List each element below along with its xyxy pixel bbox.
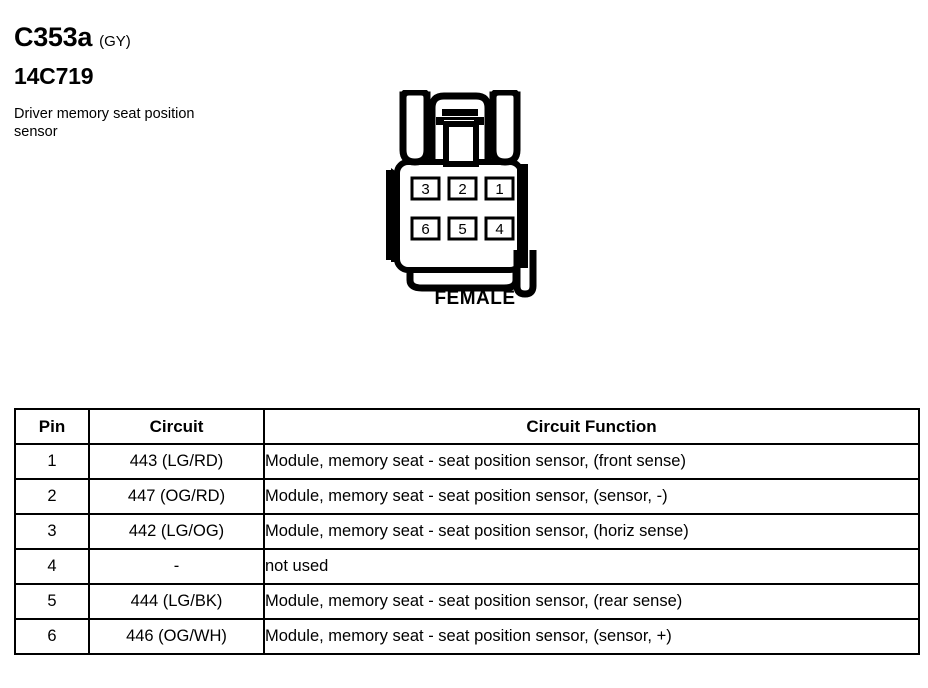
connector-pin-row-bottom: 6 5 4	[410, 216, 515, 241]
connector-gender-label: FEMALE	[434, 288, 516, 309]
connector-pin-box-3	[410, 176, 441, 201]
cell-pin: 6	[14, 618, 90, 655]
connector-pin-row-top: 3 2 1	[410, 176, 515, 201]
pin-table-header: Pin Circuit Circuit Function	[14, 408, 920, 445]
connector-bottom-skirt	[406, 268, 520, 292]
cell-circuit-function: Module, memory seat - seat position sens…	[263, 513, 920, 550]
cell-pin: 2	[14, 478, 90, 515]
connector-pin-number-3: 3	[421, 181, 429, 198]
table-row: 3 442 (LG/OG) Module, memory seat - seat…	[14, 513, 920, 550]
table-row: 5 444 (LG/BK) Module, memory seat - seat…	[14, 583, 920, 620]
cell-circuit-function: Module, memory seat - seat position sens…	[263, 443, 920, 480]
connector-right-tab-cap	[489, 90, 521, 99]
table-row: 2 447 (OG/RD) Module, memory seat - seat…	[14, 478, 920, 515]
cell-pin: 3	[14, 513, 90, 550]
cell-pin: 5	[14, 583, 90, 620]
connector-pin-box-2	[447, 176, 478, 201]
connector-pin-box-6	[410, 216, 441, 241]
connector-right-rail-foot	[513, 250, 537, 298]
table-row: 6 446 (OG/WH) Module, memory seat - seat…	[14, 618, 920, 655]
table-row: 1 443 (LG/RD) Module, memory seat - seat…	[14, 443, 920, 480]
cell-pin: 4	[14, 548, 90, 585]
connector-id-row: C353a (GY)	[14, 22, 354, 52]
cell-circuit: 442 (LG/OG)	[88, 513, 265, 550]
connector-pin-number-1: 1	[495, 181, 503, 198]
connector-left-rail-notch	[386, 170, 393, 260]
pin-table-body: 1 443 (LG/RD) Module, memory seat - seat…	[14, 443, 920, 655]
cell-pin: 1	[14, 443, 90, 480]
cell-circuit-function: Module, memory seat - seat position sens…	[263, 618, 920, 655]
connector-diagram: 3 2 1 6 5 4	[380, 90, 570, 320]
cell-circuit-function: not used	[263, 548, 920, 585]
table-row: 4 - not used	[14, 548, 920, 585]
connector-left-tab-cap	[399, 90, 431, 99]
column-header-circuit: Circuit	[88, 408, 265, 445]
column-header-pin: Pin	[14, 408, 90, 445]
connector-outline-svg: 3 2 1 6 5 4	[386, 90, 537, 298]
connector-left-tab	[399, 91, 431, 166]
column-header-circuit-function: Circuit Function	[263, 408, 920, 445]
connector-part-number: 14C719	[14, 63, 94, 89]
connector-latch-arch	[428, 92, 492, 162]
cell-circuit: 446 (OG/WH)	[88, 618, 265, 655]
cell-circuit: 444 (LG/BK)	[88, 583, 265, 620]
connector-pin-number-2: 2	[458, 181, 466, 198]
connector-pin-box-5	[447, 216, 478, 241]
connector-pin-box-4	[484, 216, 515, 241]
cell-circuit: -	[88, 548, 265, 585]
connector-pin-box-1	[484, 176, 515, 201]
connector-latch-post	[443, 121, 479, 167]
cell-circuit-function: Module, memory seat - seat position sens…	[263, 478, 920, 515]
connector-right-rail	[517, 164, 528, 268]
connector-pin-number-4: 4	[495, 221, 503, 238]
connector-pin-number-6: 6	[421, 221, 429, 238]
pin-table-container: Pin Circuit Circuit Function 1 443 (LG/R…	[14, 408, 920, 655]
connector-id: C353a	[14, 22, 93, 52]
connector-color-code: (GY)	[99, 33, 131, 50]
pin-table: Pin Circuit Circuit Function 1 443 (LG/R…	[14, 408, 920, 655]
table-header-row: Pin Circuit Circuit Function	[14, 408, 920, 445]
cell-circuit: 443 (LG/RD)	[88, 443, 265, 480]
connector-description: Driver memory seat position sensor	[14, 106, 195, 140]
cell-circuit: 447 (OG/RD)	[88, 478, 265, 515]
connector-right-tab	[489, 91, 521, 166]
connector-latch-bar-upper	[442, 109, 478, 116]
connector-header: C353a (GY) 14C719 Driver memory seat pos…	[14, 22, 354, 141]
connector-pin-number-5: 5	[458, 221, 466, 238]
cell-circuit-function: Module, memory seat - seat position sens…	[263, 583, 920, 620]
